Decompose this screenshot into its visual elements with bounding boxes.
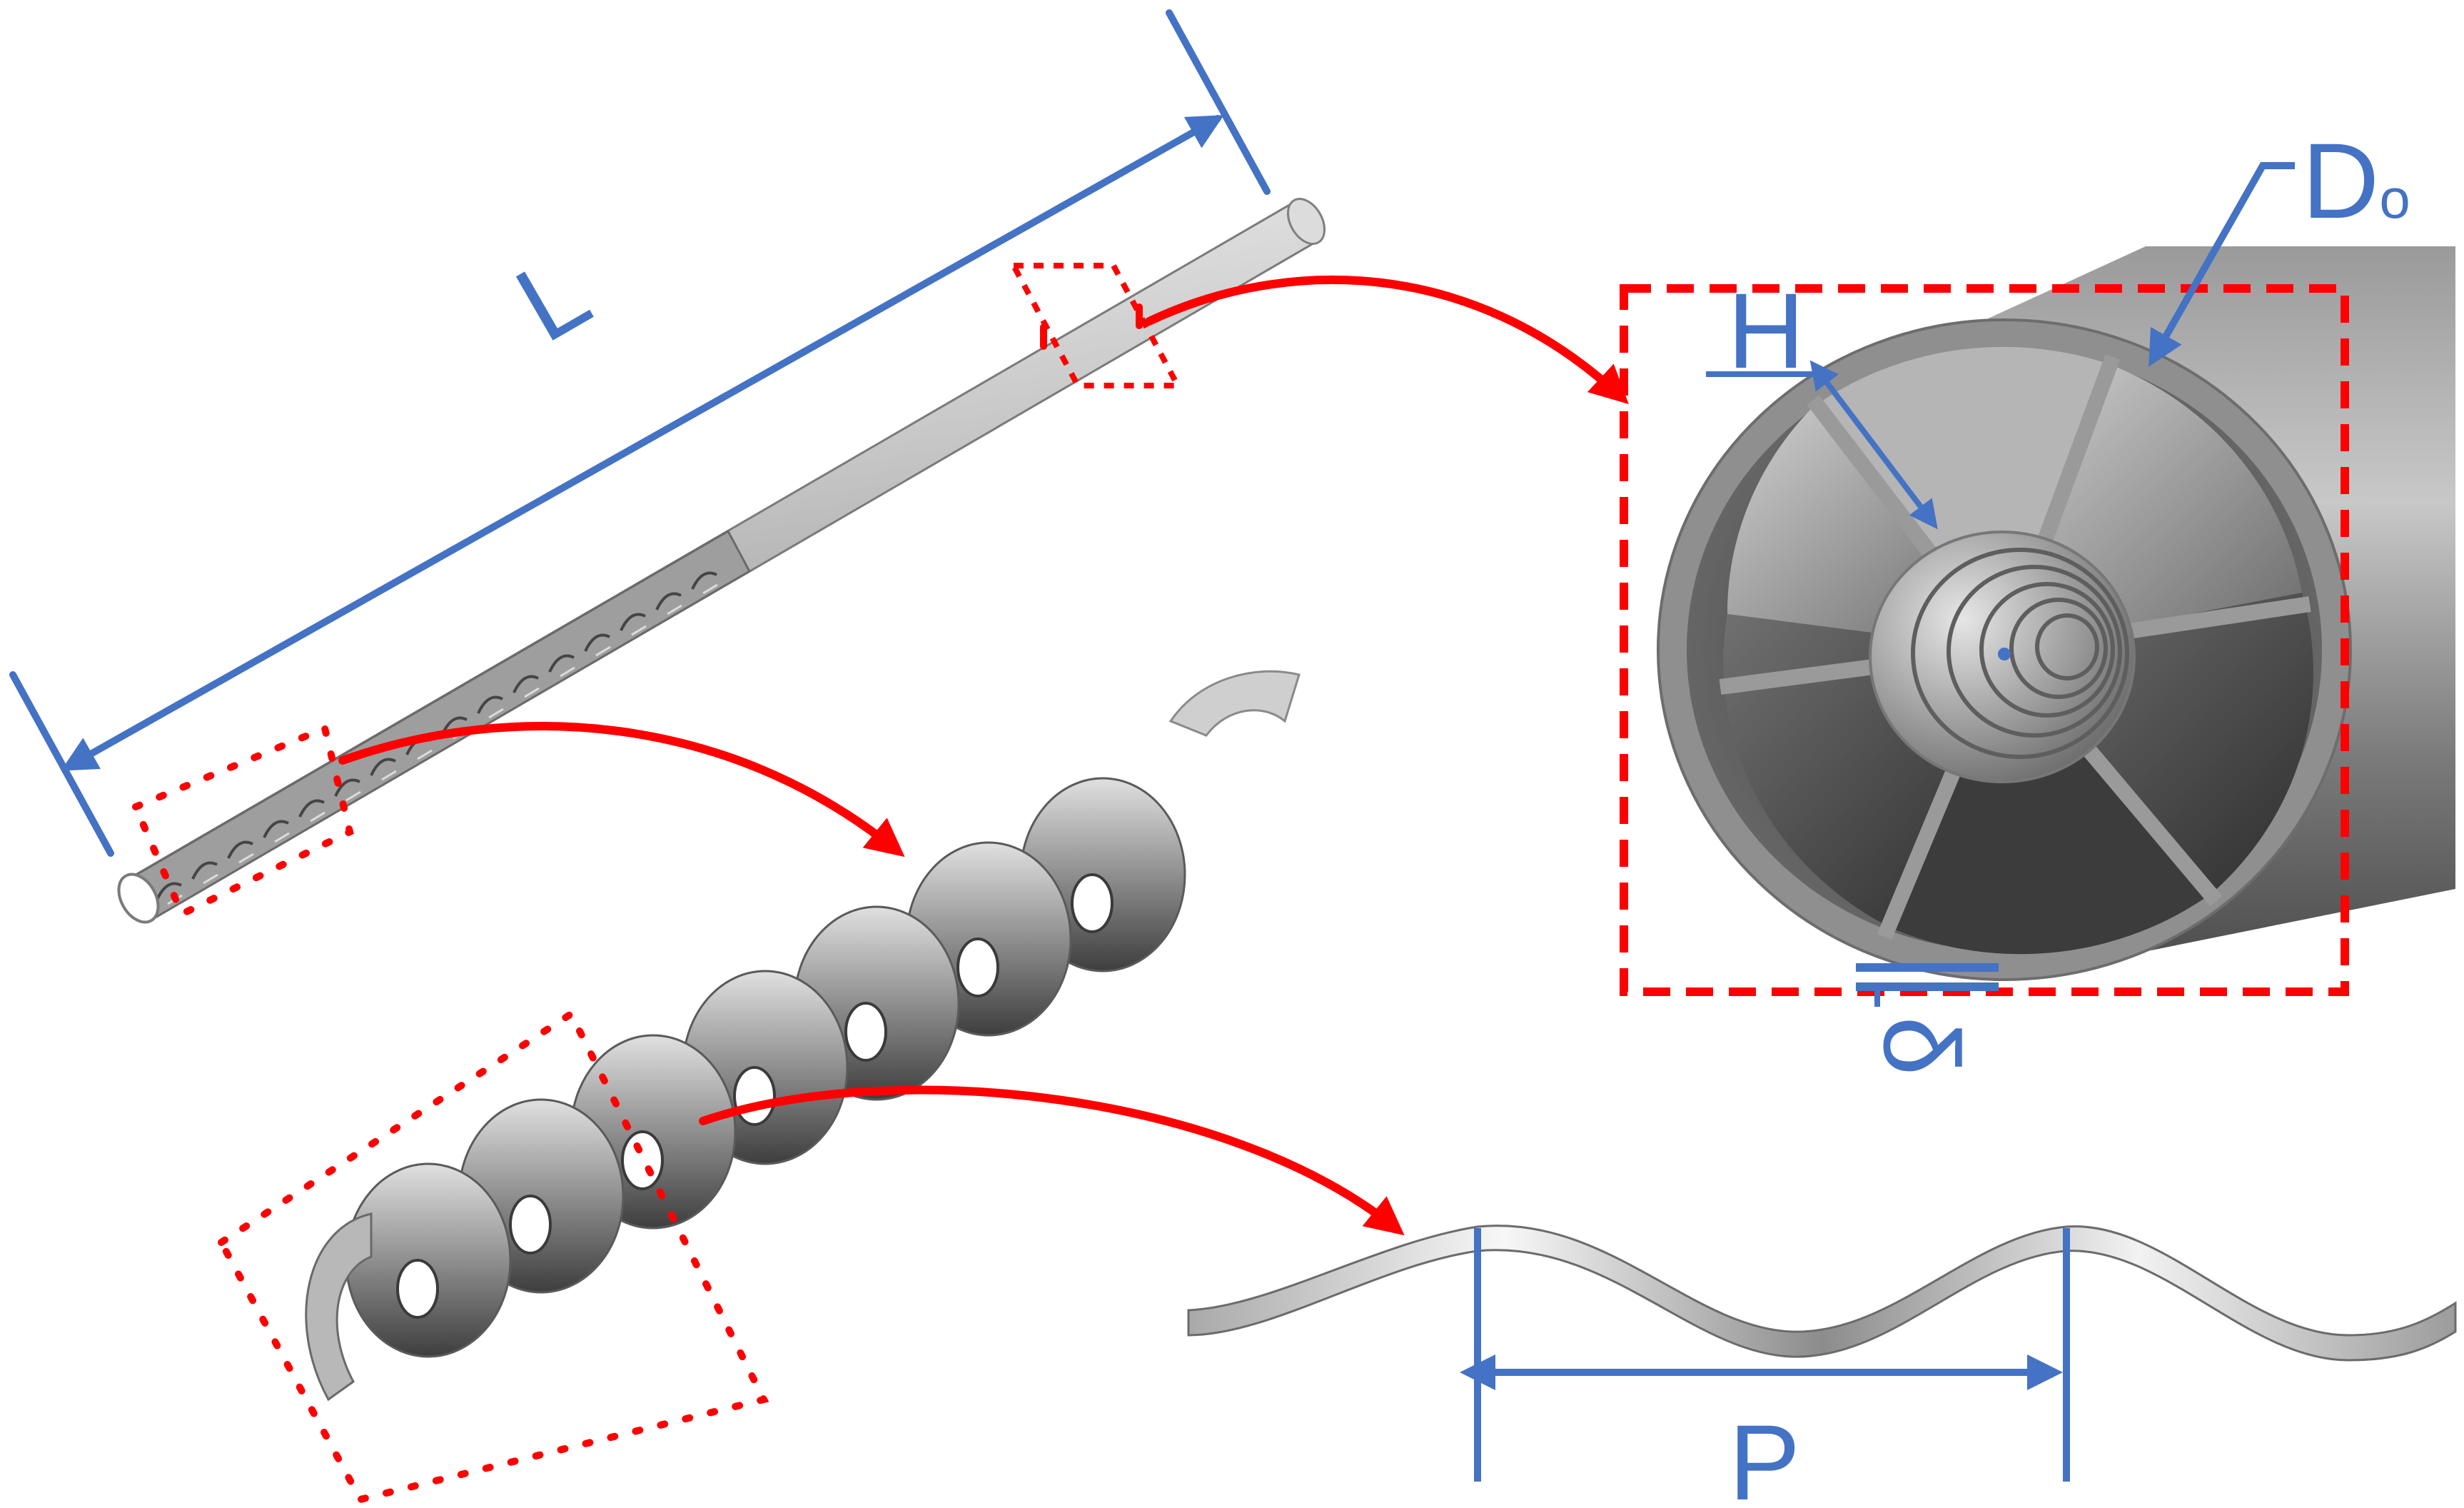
coil-turn bbox=[345, 1162, 512, 1358]
helical-strip-ribbon bbox=[1187, 1225, 2457, 1362]
detail-highlight-box bbox=[1620, 284, 2349, 996]
coil-start-end bbox=[305, 1212, 373, 1402]
insert-height-label: H bbox=[1727, 271, 1804, 391]
thickness-annotation bbox=[1856, 963, 1999, 1007]
arrow-to-cross-section bbox=[1145, 275, 1629, 405]
connector-arrows bbox=[338, 275, 1629, 1236]
pitch-dimension bbox=[1460, 1228, 2070, 1482]
outer-diameter-annotation: Do bbox=[2149, 121, 2410, 367]
pitch-label: P bbox=[1729, 1402, 1800, 1508]
outer-diameter-label-main: D bbox=[2302, 121, 2379, 241]
coil-tail-end bbox=[1168, 670, 1301, 737]
insert-height-annotation: H bbox=[1706, 271, 1938, 530]
tube-far-end bbox=[1286, 198, 1326, 245]
insert-height-dimension bbox=[1809, 360, 1938, 530]
length-dimension-line bbox=[61, 115, 1224, 771]
sector-bottom bbox=[1892, 650, 2213, 955]
length-label: L bbox=[497, 231, 608, 364]
arrow-to-helix bbox=[338, 722, 905, 858]
highlight-region-outlet bbox=[1009, 263, 1183, 388]
cross-section-detail bbox=[1620, 246, 2455, 996]
hub-helix-grooves bbox=[1911, 548, 2129, 759]
outer-diameter-label: Do bbox=[2302, 121, 2410, 241]
tube-cutaway bbox=[131, 529, 752, 920]
length-dimension bbox=[9, 9, 1271, 857]
profile-detail: P bbox=[1187, 1225, 2457, 1508]
length-extension-left bbox=[9, 671, 114, 857]
highlight-region-inlet bbox=[131, 723, 354, 919]
helical-coil-detail bbox=[216, 670, 1301, 1504]
length-extension-right bbox=[1166, 9, 1271, 195]
tube-near-end bbox=[117, 873, 160, 924]
coil-highlight-region bbox=[216, 1008, 769, 1504]
hub-center-point bbox=[1998, 648, 2011, 660]
outer-diameter-leader bbox=[2149, 162, 2295, 367]
thickness-label: δ bbox=[1862, 1016, 1981, 1076]
outer-diameter-label-sub: o bbox=[2379, 167, 2410, 230]
arrow-to-profile bbox=[699, 1085, 1405, 1236]
coil-turns bbox=[345, 777, 1186, 1358]
